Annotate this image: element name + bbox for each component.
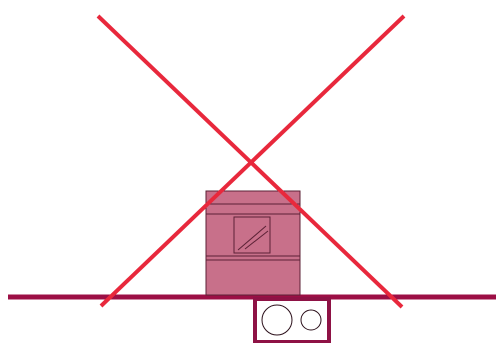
wall-oven-icon <box>206 191 300 295</box>
cooktop-icon <box>255 299 329 342</box>
